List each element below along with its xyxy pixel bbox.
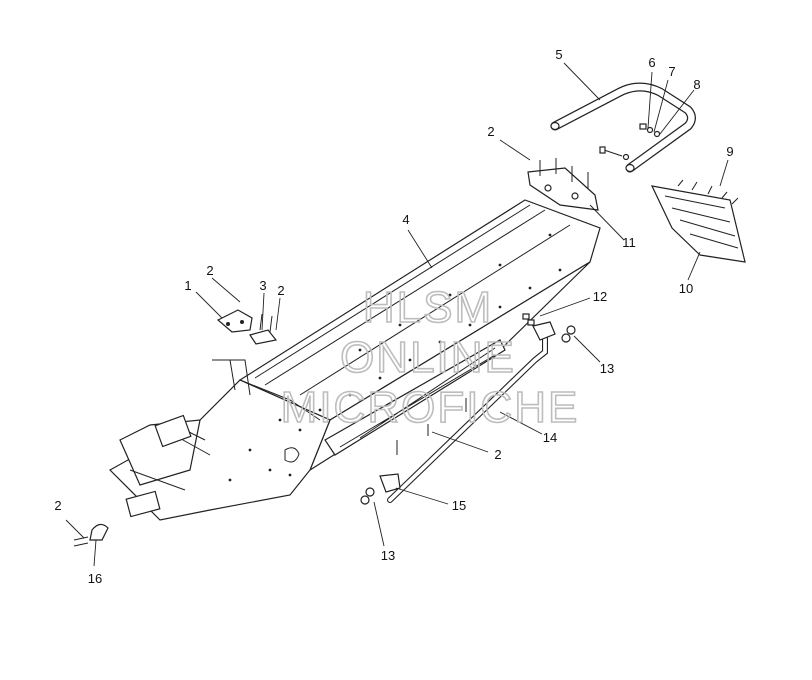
grab-bar-part-5 (550, 82, 696, 173)
callout-8: 8 (693, 77, 700, 92)
snow-flap-part-10 (650, 179, 746, 263)
callout-13: 13 (600, 361, 614, 376)
bracket-part-1 (216, 309, 253, 333)
callout-14: 14 (543, 430, 557, 445)
callout-6: 6 (648, 55, 655, 70)
callout-16: 16 (88, 571, 102, 586)
watermark: HLSM ONLINE MICROFICHE (280, 282, 580, 433)
callout-labels: 1 2 3 2 2 4 5 6 7 8 9 10 11 12 13 14 2 1… (54, 47, 733, 586)
callout-5: 5 (555, 47, 562, 62)
callout-4: 4 (402, 212, 409, 227)
callout-2: 2 (487, 124, 494, 139)
rear-bracket-part-11 (527, 158, 599, 211)
callout-2: 2 (206, 263, 213, 278)
watermark-line-1: HLSM (363, 283, 493, 332)
front-cap-part-16 (73, 523, 109, 547)
callout-15: 15 (452, 498, 466, 513)
callout-13: 13 (381, 548, 395, 563)
callout-10: 10 (679, 281, 693, 296)
bracket-part-3 (249, 313, 278, 345)
watermark-line-3: MICROFICHE (281, 383, 580, 432)
callout-2: 2 (277, 283, 284, 298)
grab-bar-hardware (599, 123, 661, 161)
callout-9: 9 (726, 144, 733, 159)
leader-lines (65, 62, 729, 567)
hardware-12-13 (360, 313, 576, 505)
callout-7: 7 (668, 64, 675, 79)
rear-rod-part-14 (379, 321, 556, 503)
watermark-line-2: ONLINE (340, 333, 516, 382)
callout-12: 12 (593, 289, 607, 304)
callout-1: 1 (184, 278, 191, 293)
callout-11: 11 (622, 235, 636, 250)
callout-3: 3 (259, 278, 266, 293)
callout-2: 2 (494, 447, 501, 462)
tunnel-assembly (109, 199, 601, 521)
callout-2: 2 (54, 498, 61, 513)
